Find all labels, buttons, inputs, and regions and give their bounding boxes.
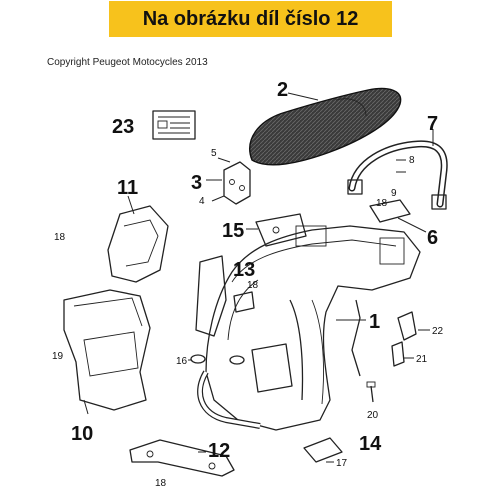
callout-15: 15 [222,220,244,242]
callout-9: 9 [391,188,397,199]
part-13-bracket [195,255,255,337]
part-12-lower-bracket [129,439,235,477]
callout-13: 13 [233,259,255,281]
callout-8: 8 [409,155,415,166]
title-banner: Na obrázku díl číslo 12 [109,1,392,37]
part-10-under-frame [63,289,151,415]
callout-2: 2 [277,79,288,101]
callout-18-rail: 18 [376,198,388,209]
callout-11: 11 [117,177,138,199]
part-2-seat [249,87,402,166]
callout-16: 16 [176,356,188,367]
part-20-bolt [366,381,376,403]
callout-5: 5 [211,148,217,159]
callout-21: 21 [416,354,428,365]
callout-19: 19 [52,351,64,362]
part-14-plate [303,437,343,463]
part-21-plate [391,341,414,367]
part-15-bracket [246,213,307,247]
callout-4: 4 [199,196,205,207]
part-22-plate [397,311,430,341]
callout-7: 7 [427,113,438,135]
callout-1: 1 [369,311,380,333]
part-16-grommets [188,354,245,365]
callout-14: 14 [359,433,382,455]
callout-23: 23 [112,116,134,138]
callout-3: 3 [191,172,202,194]
callout-6: 6 [427,227,438,249]
callout-12: 12 [208,440,230,462]
part-6-bracket [369,199,427,233]
part-11-bracket [107,195,169,283]
callout-18-left: 18 [54,232,66,243]
part-3-bracket [206,157,251,205]
callout-20: 20 [367,410,379,421]
callout-10: 10 [71,423,93,445]
callout-17: 17 [336,458,348,469]
callout-22: 22 [432,326,444,337]
callout-18-bottom: 18 [155,478,167,489]
part-1-main-frame [197,225,421,431]
copyright-text: Copyright Peugeot Motocycles 2013 [47,57,208,68]
part-23-label-sticker [152,110,196,140]
callout-18-mid: 18 [247,280,259,291]
part-7-grab-rail [347,129,448,210]
